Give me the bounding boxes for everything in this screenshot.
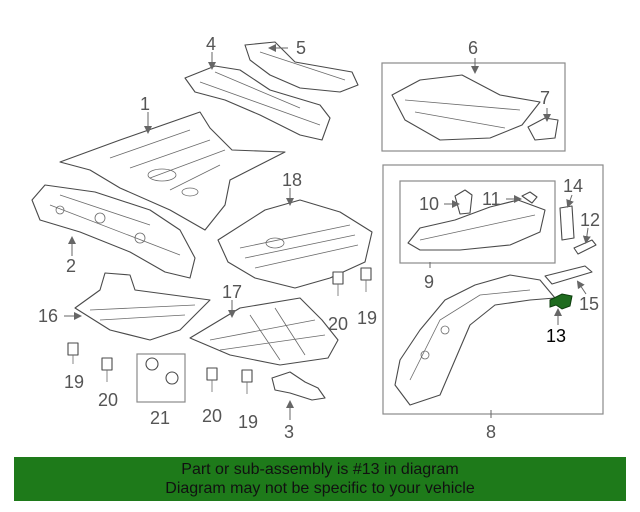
part-10-bracket[interactable] — [454, 189, 473, 215]
group-box-8 — [382, 164, 604, 415]
part-14-bracket[interactable] — [559, 205, 575, 241]
callout-6: 6 — [468, 38, 478, 58]
part-2-side-member[interactable] — [31, 184, 196, 279]
part-17-undercover[interactable] — [189, 297, 339, 366]
part-6-floor-assembly[interactable] — [391, 74, 541, 141]
callout-19-right: 19 — [357, 308, 377, 328]
callout-5: 5 — [296, 38, 306, 58]
callout-17: 17 — [222, 282, 242, 302]
callout-20-left: 20 — [98, 390, 118, 410]
part-13-highlighted[interactable] — [549, 293, 573, 310]
part-12-pin[interactable] — [573, 239, 597, 255]
part-9-panel[interactable] — [407, 199, 546, 251]
callout-20-mid: 20 — [202, 406, 222, 426]
part-4-crossmember[interactable] — [184, 65, 331, 141]
callout-13-highlighted: 13 — [546, 326, 566, 346]
callout-9: 9 — [424, 272, 434, 292]
callout-10: 10 — [419, 194, 439, 214]
banner-line-1: Part or sub-assembly is #13 in diagram — [181, 461, 459, 478]
callout-8: 8 — [486, 422, 496, 442]
callout-14: 14 — [563, 176, 583, 196]
callout-15: 15 — [579, 294, 599, 314]
fastener-20-right[interactable] — [332, 271, 344, 296]
callout-4: 4 — [206, 34, 216, 54]
group-box-9 — [399, 180, 556, 264]
fastener-19-right[interactable] — [360, 267, 372, 292]
group-box-21 — [136, 353, 186, 403]
clips-21[interactable] — [145, 357, 179, 385]
callout-18: 18 — [282, 170, 302, 190]
callout-2: 2 — [66, 256, 76, 276]
callout-11: 11 — [482, 189, 501, 209]
leader-lines — [64, 44, 591, 420]
callout-21: 21 — [150, 408, 170, 428]
part-5-reinforcement[interactable] — [244, 41, 359, 93]
info-banner: Part or sub-assembly is #13 in diagram D… — [14, 457, 626, 501]
group-box-6 — [381, 62, 566, 152]
callout-7: 7 — [540, 88, 550, 108]
callout-16: 16 — [38, 306, 58, 326]
banner-line-2: Diagram may not be specific to your vehi… — [165, 480, 475, 497]
part-18-spare-tire-pan[interactable] — [217, 199, 373, 289]
part-3-bracket[interactable] — [271, 371, 326, 401]
part-11-clip[interactable] — [521, 191, 538, 204]
parts-diagram: 1 2 3 4 5 6 7 8 9 10 11 12 13 14 15 16 1… — [31, 34, 604, 442]
callout-19-mid: 19 — [238, 412, 258, 432]
fastener-20-left[interactable] — [101, 357, 113, 382]
fastener-20-mid[interactable] — [206, 367, 218, 392]
part-16-undercover[interactable] — [74, 272, 211, 341]
fastener-19-mid[interactable] — [241, 369, 253, 394]
callout-19-left: 19 — [64, 372, 84, 392]
part-7-bracket[interactable] — [527, 117, 559, 141]
callout-12: 12 — [580, 210, 600, 230]
callout-1: 1 — [140, 94, 150, 114]
part-15-extension[interactable] — [544, 265, 593, 285]
part-8-wheelhouse[interactable] — [394, 274, 556, 406]
callout-3: 3 — [284, 422, 294, 442]
callout-20-right: 20 — [328, 314, 348, 334]
fastener-19-left[interactable] — [67, 342, 79, 364]
part-1-rear-floor-pan[interactable] — [59, 111, 286, 231]
